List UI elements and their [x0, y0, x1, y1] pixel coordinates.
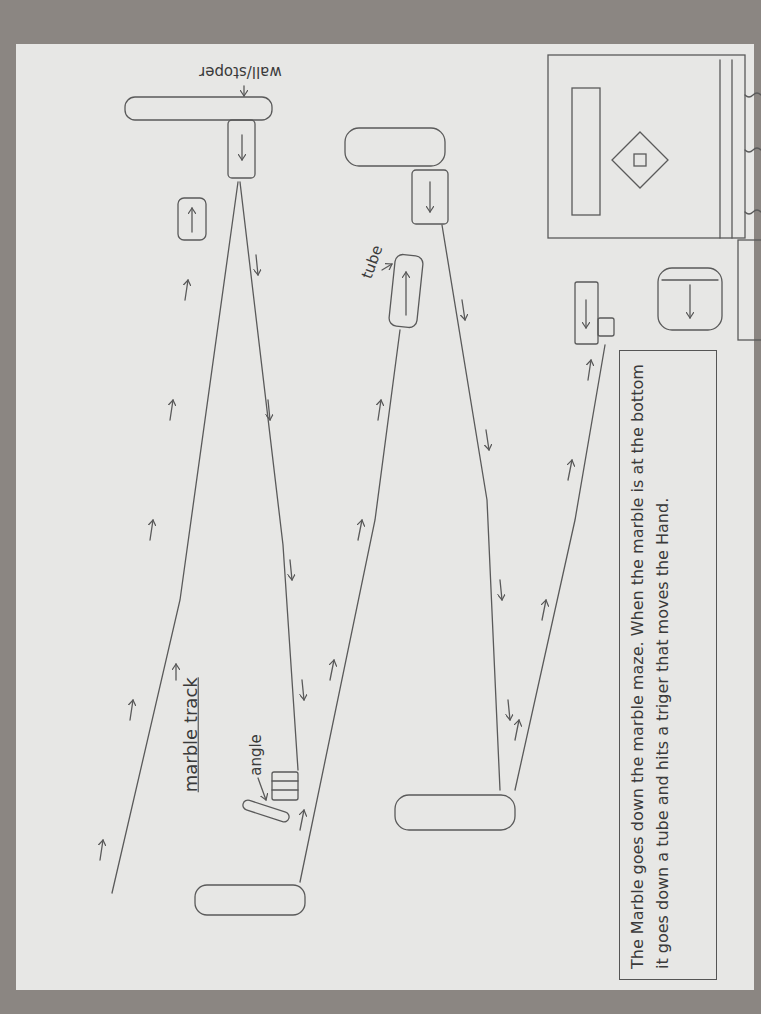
caption-box: The Marble goes down the marble maze. Wh…	[619, 350, 717, 980]
part-label: angle	[247, 734, 265, 776]
title-label: marble track	[179, 678, 201, 793]
part-label: wall/stoper	[199, 63, 282, 81]
paper-sheet	[16, 44, 754, 990]
